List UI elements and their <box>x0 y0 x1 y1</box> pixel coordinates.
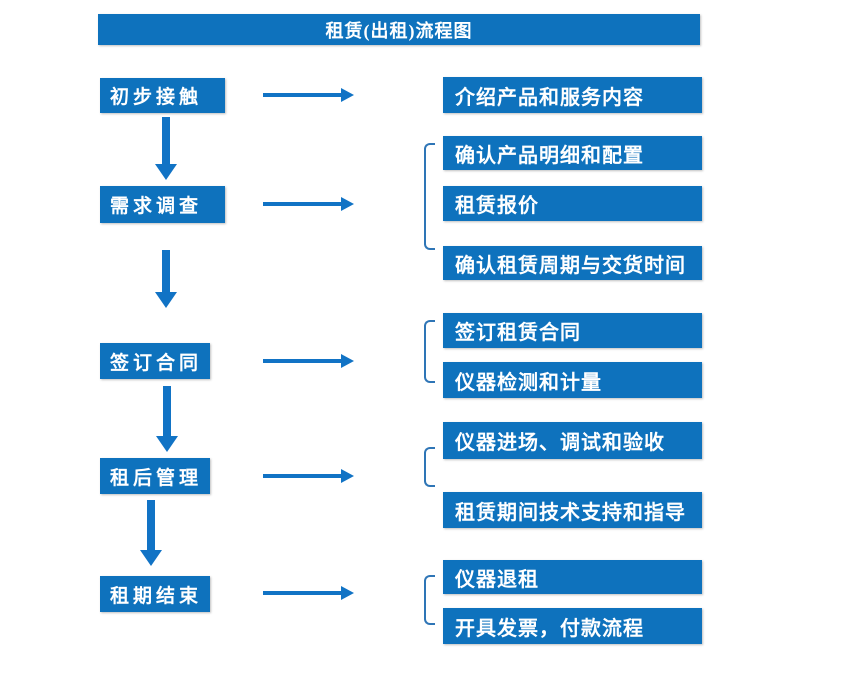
output-label: 租赁期间技术支持和指导 <box>455 501 686 524</box>
right-arrow-head <box>341 469 354 483</box>
group-bracket-sign-contract <box>424 320 435 383</box>
output-box-instrument-testing: 仪器检测和计量 <box>443 362 702 398</box>
right-arrow-5 <box>263 586 354 600</box>
output-label: 仪器退租 <box>455 568 539 591</box>
output-label: 签订租赁合同 <box>455 322 581 344</box>
right-arrow-stem <box>263 202 342 206</box>
output-label: 确认产品明细和配置 <box>455 144 644 167</box>
down-arrow-1 <box>155 117 177 180</box>
output-box-instrument-return: 仪器退租 <box>443 560 702 594</box>
stage-label: 租后管理 <box>110 467 203 489</box>
output-box-confirm-product-details: 确认产品明细和配置 <box>443 136 702 170</box>
output-box-invoice-payment: 开具发票，付款流程 <box>443 608 702 644</box>
output-box-instrument-setup: 仪器进场、调试和验收 <box>443 422 702 459</box>
group-bracket-demand-survey <box>424 143 435 250</box>
stage-label: 签订合同 <box>110 352 203 374</box>
output-box-rental-quotation: 租赁报价 <box>443 186 702 221</box>
flowchart-title: 租赁(出租)流程图 <box>325 20 473 41</box>
right-arrow-2 <box>263 197 354 211</box>
stage-label: 需求调查 <box>110 196 203 217</box>
down-arrow-stem <box>147 500 155 550</box>
down-arrow-3 <box>156 386 178 452</box>
stage-box-sign-contract: 签订合同 <box>100 343 210 379</box>
right-arrow-4 <box>263 469 354 483</box>
group-bracket-post-rental <box>424 447 435 487</box>
stage-box-rental-end: 租期结束 <box>100 576 210 612</box>
right-arrow-3 <box>263 354 354 368</box>
right-arrow-head <box>341 354 354 368</box>
output-label: 介绍产品和服务内容 <box>455 86 644 109</box>
output-label: 开具发票，付款流程 <box>455 617 644 640</box>
right-arrow-head <box>341 88 354 102</box>
down-arrow-head <box>140 550 162 566</box>
right-arrow-1 <box>263 88 354 102</box>
down-arrow-stem <box>162 117 170 164</box>
stage-box-demand-survey: 需求调查 <box>100 186 225 223</box>
down-arrow-stem <box>163 386 171 436</box>
output-box-confirm-rental-period: 确认租赁周期与交货时间 <box>443 246 702 280</box>
output-box-sign-rental-contract: 签订租赁合同 <box>443 313 702 348</box>
down-arrow-2 <box>155 250 177 308</box>
down-arrow-head <box>156 436 178 452</box>
output-label: 租赁报价 <box>455 195 539 217</box>
stage-box-post-rental-management: 租后管理 <box>100 458 210 494</box>
group-bracket-rental-end <box>424 575 435 625</box>
output-label: 仪器进场、调试和验收 <box>455 432 665 454</box>
right-arrow-stem <box>263 359 342 363</box>
stage-label: 初步接触 <box>110 87 203 108</box>
right-arrow-stem <box>263 591 342 595</box>
stage-label: 租期结束 <box>110 585 203 607</box>
down-arrow-stem <box>162 250 170 292</box>
right-arrow-head <box>341 197 354 211</box>
right-arrow-stem <box>263 93 342 97</box>
output-box-introduce-products: 介绍产品和服务内容 <box>443 77 702 113</box>
output-label: 仪器检测和计量 <box>455 371 602 394</box>
output-label: 确认租赁周期与交货时间 <box>455 254 686 277</box>
output-box-technical-support: 租赁期间技术支持和指导 <box>443 492 702 528</box>
right-arrow-head <box>341 586 354 600</box>
stage-box-initial-contact: 初步接触 <box>100 78 225 113</box>
flowchart-title-bar: 租赁(出租)流程图 <box>98 14 700 45</box>
down-arrow-4 <box>140 500 162 566</box>
down-arrow-head <box>155 292 177 308</box>
right-arrow-stem <box>263 474 342 478</box>
down-arrow-head <box>155 164 177 180</box>
